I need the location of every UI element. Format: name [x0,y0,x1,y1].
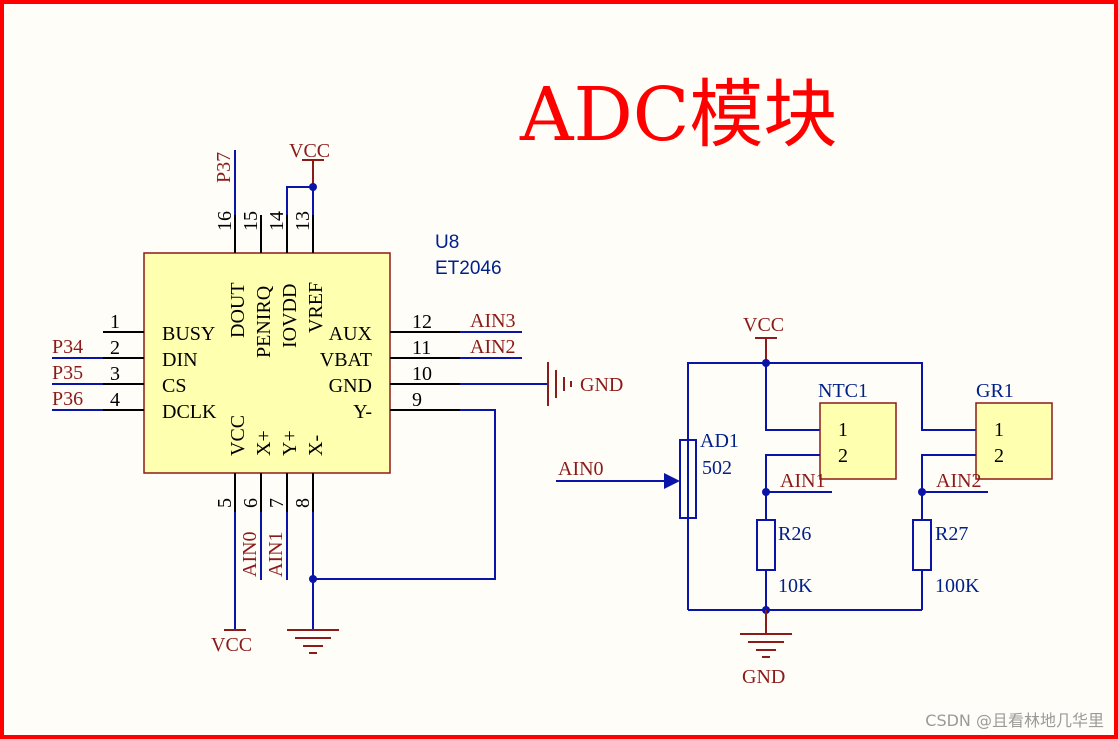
pin-penirq-label: PENIRQ [253,285,275,358]
pin-10-number: 10 [412,363,432,385]
r26-body [756,519,776,571]
vcc-sensor-label: VCC [743,314,784,336]
pin-yplus-label: Y+ [279,430,301,456]
net-label-ain1-sensor: AIN1 [780,470,826,492]
pin-busy-label: BUSY [162,323,215,345]
r27-value: 100K [935,575,980,597]
ntc-designator: NTC1 [818,380,868,402]
pin-vcc-label: VCC [227,415,249,456]
chip-designator: U8 [435,232,459,253]
net-label-p37: P37 [213,152,235,183]
pin-aux-label: AUX [329,323,373,345]
gnd-symbol-right [547,362,572,406]
pin-cs-label: CS [162,375,186,397]
pin-din-label: DIN [162,349,198,371]
net-label-p34: P34 [52,336,83,358]
pin-vbat-label: VBAT [320,349,372,371]
pin-14-number: 14 [266,211,288,231]
net-label-ain2-sensor: AIN2 [936,470,982,492]
junction-vref-iovdd [309,183,317,191]
gnd-symbol-sensor [740,633,792,658]
gr-pin1: 1 [994,419,1004,441]
pin-xminus-label: X- [305,435,327,456]
pin-2-number: 2 [110,337,120,359]
net-label-ain0-pot: AIN0 [558,458,604,480]
r27-body [912,519,932,571]
pin-1-number: 1 [110,311,120,333]
chip-left-pins: 1 2 3 4 BUSY DIN CS DCLK P34 P35 P36 [52,311,217,423]
r27-designator: R27 [935,523,968,545]
vcc-top-label: VCC [289,140,330,162]
pin-16-number: 16 [214,211,236,231]
chip-top-pins: 16 15 14 13 DOUT PENIRQ IOVDD VREF P37 V… [213,140,330,358]
pin-9-number: 9 [412,389,422,411]
pin-7-number: 7 [266,498,288,508]
pin-8-number: 8 [292,498,314,508]
diagram-title: ADC模块 [519,72,837,158]
net-label-p35: P35 [52,362,83,384]
chip-body [143,252,391,474]
chip-part-number: ET2046 [435,258,502,279]
gr-designator: GR1 [976,380,1014,402]
r26-value: 10K [778,575,813,597]
pot-designator: AD1 [700,430,739,452]
pin-13-number: 13 [292,211,314,231]
ntc-pin2: 2 [838,445,848,467]
net-label-p36: P36 [52,388,83,410]
gnd-right-label: GND [580,374,623,396]
pin-6-number: 6 [240,498,262,508]
pin-12-number: 12 [412,311,432,333]
chip-right-pins: 12 11 10 9 AUX VBAT GND Y- AIN3 AIN2 GND [313,310,623,580]
pin-gnd-label: GND [329,375,372,397]
gnd-sensor-label: GND [742,666,785,688]
pin-15-number: 15 [240,211,262,231]
junction-xminus-yminus [309,575,317,583]
net-label-ain1-chip: AIN1 [265,531,287,577]
potentiometer-body [679,439,697,519]
pin-iovdd-label: IOVDD [279,284,301,348]
vcc-bottom-label: VCC [211,634,252,656]
pin-dout-label: DOUT [227,282,249,338]
r26-designator: R26 [778,523,811,545]
pin-xplus-label: X+ [253,430,275,456]
gnd-symbol-bottom [287,629,339,654]
pin-3-number: 3 [110,363,120,385]
gr-body [975,402,1053,480]
net-label-ain2-chip: AIN2 [470,336,516,358]
pin-yminus-label: Y- [353,401,372,423]
pin-dclk-label: DCLK [162,401,217,423]
net-label-ain0-chip: AIN0 [239,531,261,577]
ntc-pin1: 1 [838,419,848,441]
chip-bottom-pins: 5 6 7 8 VCC X+ Y+ X- AIN0 AIN1 VCC [211,415,339,656]
watermark: CSDN @且看林地几华里 [925,711,1104,730]
pin-4-number: 4 [110,389,120,411]
pin-11-number: 11 [412,337,431,359]
net-label-ain3: AIN3 [470,310,516,332]
pin-vref-label: VREF [305,282,327,333]
pot-value: 502 [702,457,732,479]
ntc-body [819,402,897,480]
sensor-circuit: VCC AD1 502 AIN0 NTC1 1 2 AIN1 R26 10K G… [556,314,1053,688]
gr-pin2: 2 [994,445,1004,467]
potentiometer-wiper-arrow [664,473,680,489]
pin-5-number: 5 [214,498,236,508]
